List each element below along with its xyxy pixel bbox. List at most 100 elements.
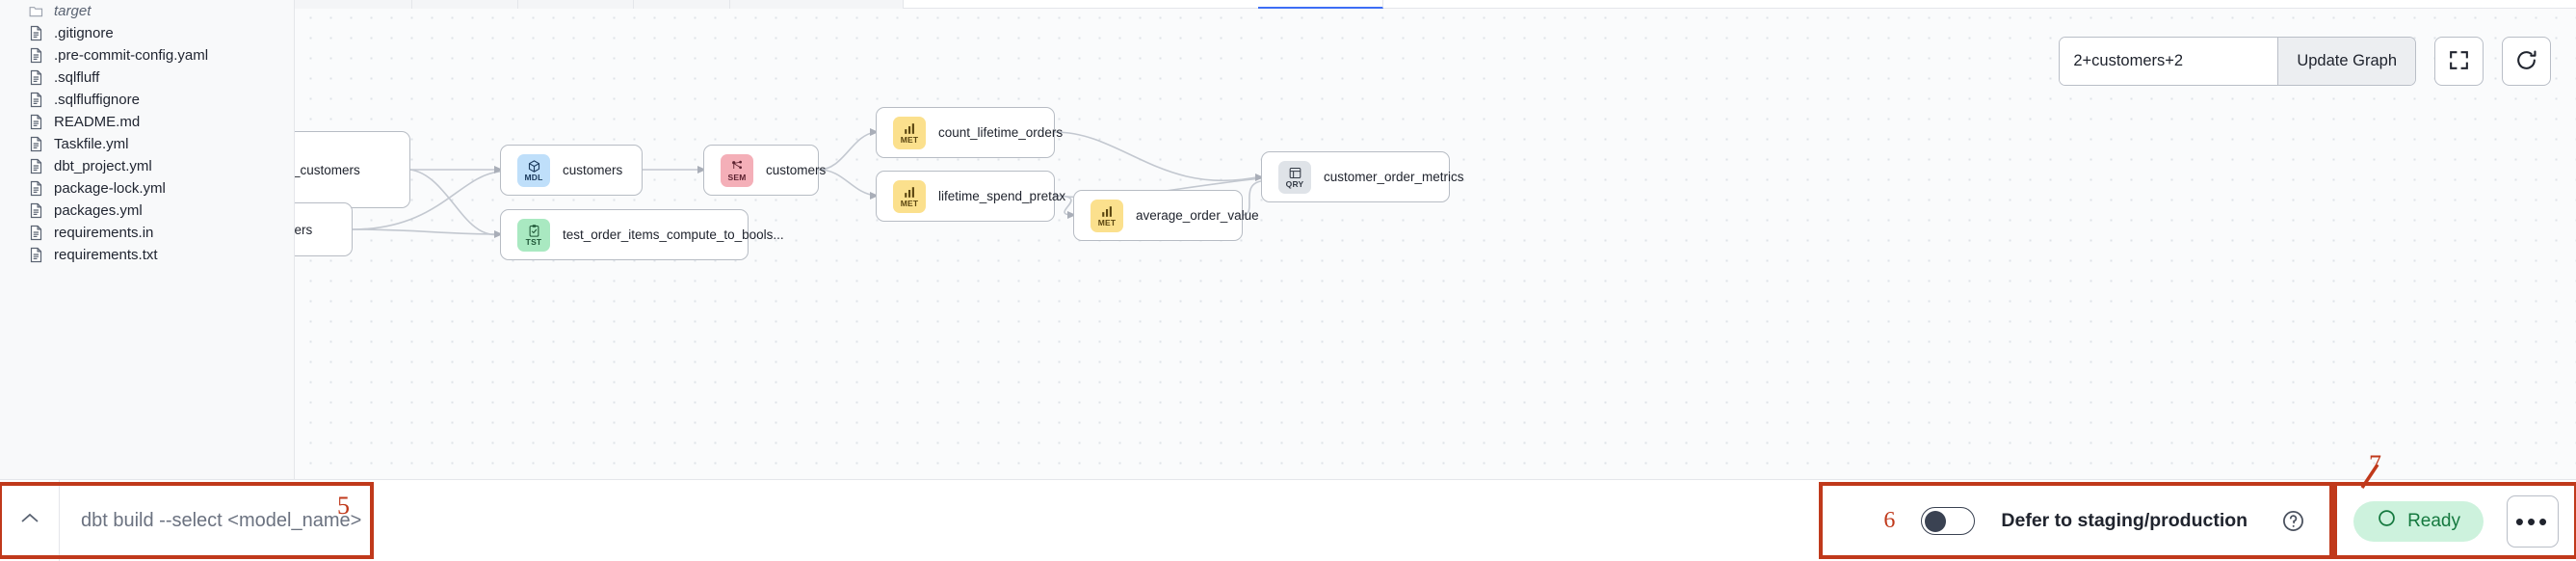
sem-badge-icon: SEM: [721, 153, 753, 187]
editor-tab-active[interactable]: [1258, 0, 1383, 9]
file-list-item[interactable]: target: [0, 0, 294, 22]
graph-selector-group[interactable]: Update Graph: [2059, 37, 2416, 86]
graph-selector-input[interactable]: [2060, 38, 2278, 85]
file-icon: [29, 114, 43, 130]
graph-node-sem_customers[interactable]: SEM customers: [703, 145, 826, 196]
file-list-item[interactable]: packages.yml: [0, 200, 294, 222]
folder-icon: [29, 3, 43, 19]
badge-type-label: QRY: [1285, 178, 1304, 189]
editor-tab[interactable]: [634, 0, 730, 9]
file-name: Taskfile.yml: [54, 136, 129, 152]
graph-node-label: orders: [295, 222, 313, 237]
refresh-icon: [2514, 48, 2538, 75]
graph-node-label: stg_customers: [295, 162, 360, 177]
editor-tab-strip[interactable]: [295, 0, 2576, 9]
qry-badge-icon: QRY: [1278, 160, 1311, 194]
file-icon: [29, 180, 43, 197]
more-options-button[interactable]: •••: [2507, 494, 2559, 548]
file-list-item[interactable]: .gitignore: [0, 22, 294, 44]
file-icon: [29, 92, 43, 108]
graph-node-label: customers: [563, 163, 623, 177]
file-icon: [29, 225, 43, 241]
badge-type-label: MET: [1097, 217, 1117, 227]
file-explorer-sidebar[interactable]: target .gitignore .pre-commit-config.yaml.…: [0, 0, 295, 479]
annotation-marker-6: 6: [1883, 508, 1896, 533]
graph-node-label: test_order_items_compute_to_bools...: [563, 227, 784, 242]
defer-toggle[interactable]: [1921, 507, 1976, 535]
file-name: .gitignore: [54, 25, 114, 41]
graph-node-stg_orders[interactable]: orders: [295, 202, 353, 256]
file-name: target: [54, 3, 92, 19]
file-name: requirements.txt: [54, 247, 158, 263]
graph-node-met_count_lifetime_orders[interactable]: MET count_lifetime_orders: [876, 107, 1063, 158]
expand-console-button[interactable]: [0, 480, 60, 561]
badge-type-label: TST: [525, 236, 542, 247]
file-list-item[interactable]: README.md: [0, 111, 294, 133]
update-graph-button[interactable]: Update Graph: [2277, 38, 2415, 85]
badge-type-label: SEM: [727, 172, 747, 182]
circle-icon: [2377, 508, 2397, 534]
file-icon: [29, 47, 43, 64]
graph-node-qry_customer_order_metrics[interactable]: QRY customer_order_metrics: [1261, 151, 1464, 202]
editor-tab[interactable]: [295, 0, 412, 9]
file-icon: [29, 69, 43, 86]
file-name: README.md: [54, 114, 141, 130]
fullscreen-icon: [2447, 48, 2471, 75]
command-input-wrap: [0, 480, 501, 561]
graph-node-label: average_order_value: [1136, 208, 1259, 223]
file-name: .sqlfluffignore: [54, 92, 140, 108]
graph-node-label: lifetime_spend_pretax: [938, 189, 1066, 203]
chevron-up-icon: [18, 511, 41, 531]
file-icon: [29, 136, 43, 152]
graph-node-tst_order_items[interactable]: TST test_order_items_compute_to_bools...: [500, 209, 784, 260]
annotation-7-leader-line: [2360, 465, 2379, 489]
file-list-item[interactable]: .sqlfluff: [0, 67, 294, 89]
graph-node-label: customers: [766, 163, 827, 177]
annotation-marker-5-label: 5: [337, 492, 350, 520]
file-list-item[interactable]: .pre-commit-config.yaml: [0, 44, 294, 67]
met-badge-icon: MET: [893, 179, 926, 213]
refresh-icon-button[interactable]: [2502, 37, 2551, 86]
graph-toolbar: Update Graph: [2059, 37, 2551, 86]
help-circle-icon[interactable]: [2281, 509, 2305, 533]
file-list-item[interactable]: Taskfile.yml: [0, 133, 294, 155]
graph-node-label: count_lifetime_orders: [938, 125, 1064, 140]
file-list-item[interactable]: requirements.txt: [0, 244, 294, 266]
graph-node-mdl_customers[interactable]: MDL customers: [500, 145, 643, 196]
mdl-badge-icon: MDL: [517, 153, 550, 187]
file-name: .sqlfluff: [54, 69, 100, 86]
editor-tab[interactable]: [412, 0, 518, 9]
fullscreen-icon-button[interactable]: [2434, 37, 2484, 86]
file-name: requirements.in: [54, 225, 154, 241]
badge-type-label: MDL: [524, 172, 543, 182]
status-label: Ready: [2407, 510, 2460, 531]
met-badge-icon: MET: [893, 116, 926, 149]
graph-node-label: customer_order_metrics: [1324, 170, 1464, 184]
editor-tab[interactable]: [730, 0, 904, 9]
file-list-item[interactable]: .sqlfluffignore: [0, 89, 294, 111]
file-name: .pre-commit-config.yaml: [54, 47, 209, 64]
file-name: package-lock.yml: [54, 180, 166, 197]
file-icon: [29, 25, 43, 41]
bottom-command-bar: 6 Defer to staging/production: [0, 479, 2576, 561]
graph-node-met_lifetime_spend_pretax[interactable]: MET lifetime_spend_pretax: [876, 171, 1065, 222]
file-list-item[interactable]: requirements.in: [0, 222, 294, 244]
graph-node-met_average_order_value[interactable]: MET average_order_value: [1073, 190, 1259, 241]
badge-type-label: MET: [900, 198, 919, 208]
dbt-command-input[interactable]: [60, 480, 501, 561]
file-name: packages.yml: [54, 202, 143, 219]
file-list-item[interactable]: dbt_project.yml: [0, 155, 294, 177]
graph-node-stg_customers[interactable]: stg_customers: [295, 131, 410, 208]
editor-tab[interactable]: [518, 0, 634, 9]
met-badge-icon: MET: [1091, 199, 1123, 232]
tst-badge-icon: TST: [517, 218, 550, 252]
file-list-item[interactable]: package-lock.yml: [0, 177, 294, 200]
badge-type-label: MET: [900, 134, 919, 145]
bottom-bar-right: 6 Defer to staging/production: [1883, 480, 2559, 561]
file-icon: [29, 158, 43, 174]
file-name: dbt_project.yml: [54, 158, 152, 174]
file-icon: [29, 202, 43, 219]
status-badge[interactable]: Ready: [2353, 500, 2484, 542]
